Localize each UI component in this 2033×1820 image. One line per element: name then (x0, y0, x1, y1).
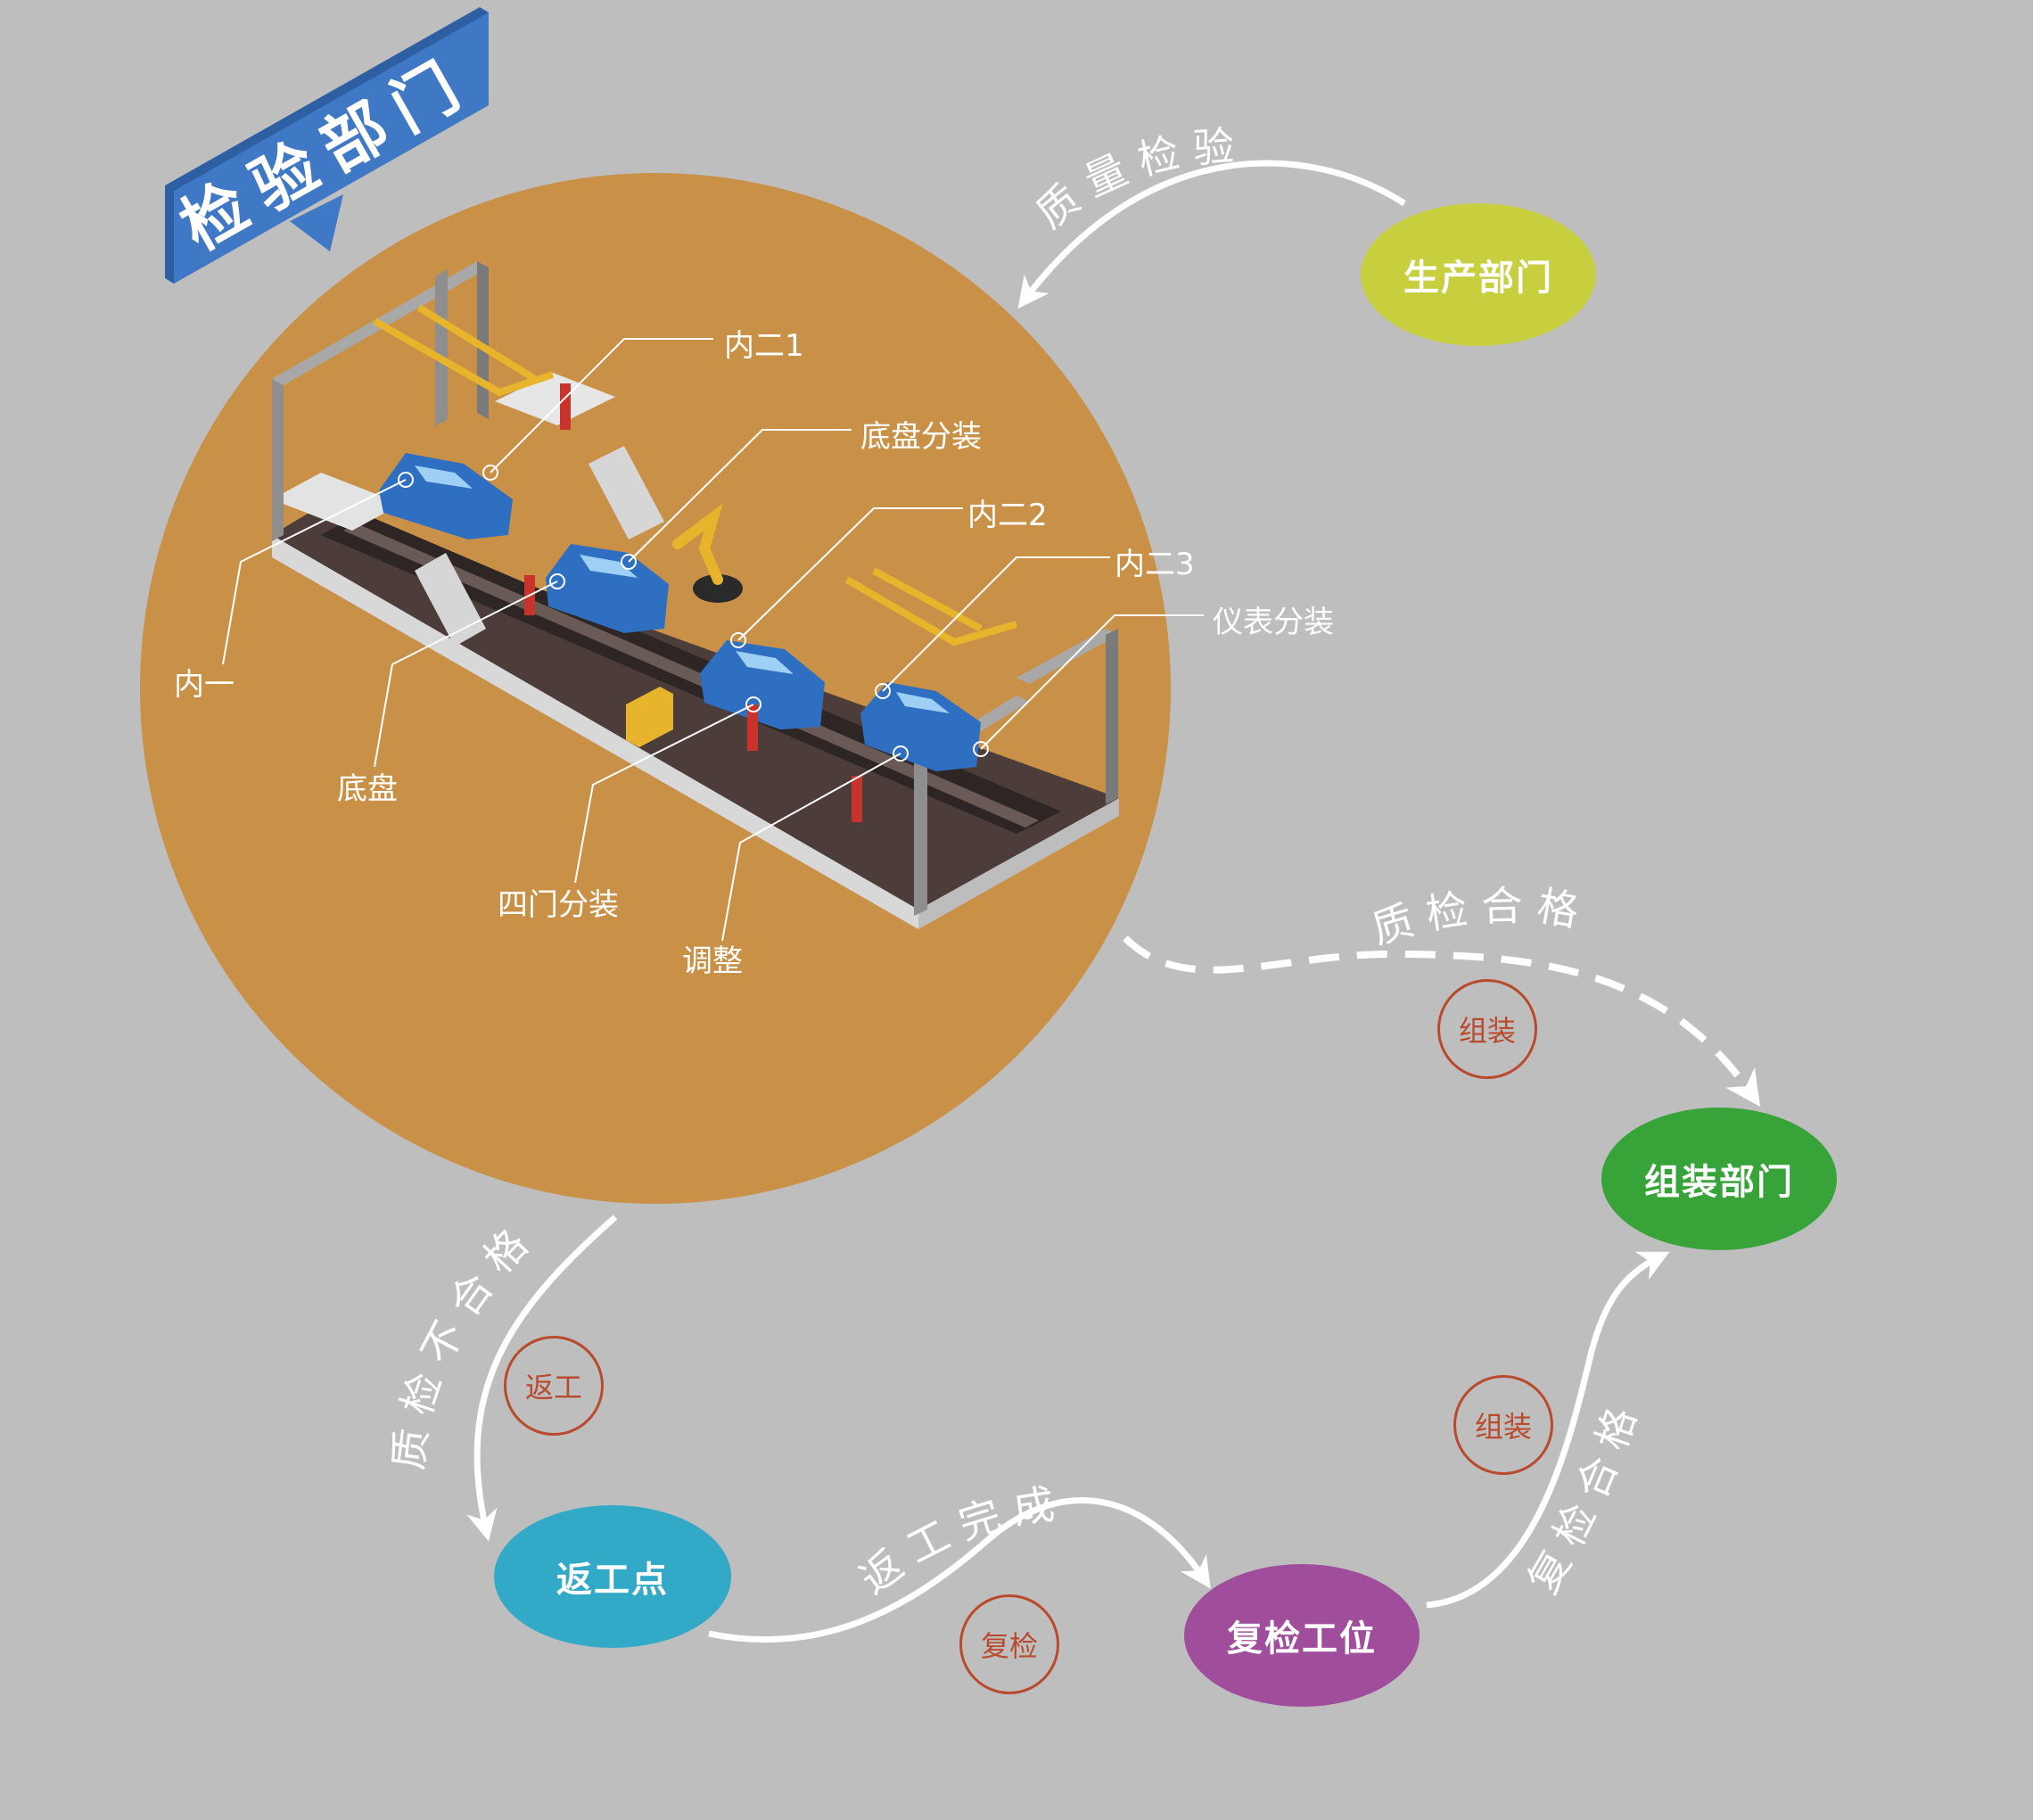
quality-inspection-arrow (1017, 160, 1406, 309)
recheck-station-node[interactable]: 复检工位 (1184, 1564, 1420, 1707)
assembly-tag-top: 组装 (1437, 979, 1537, 1079)
callout-lines (222, 338, 1204, 942)
station-dashboard-subassembly: 仪表分装 (1213, 605, 1334, 640)
assembly-department-label: 组装部门 (1644, 1162, 1794, 1203)
production-line-illustration (272, 261, 1119, 929)
station-inner2-3: 内二3 (1115, 547, 1195, 582)
recheck-passed-arrow (1426, 1251, 1670, 1609)
station-chassis: 底盘 (337, 771, 398, 807)
assembly-department-node[interactable]: 组装部门 (1601, 1108, 1837, 1250)
production-department-label: 生产部门 (1403, 258, 1553, 299)
quality-inspection-label: 质量检验 (1027, 120, 1248, 237)
station-chassis-subassembly: 底盘分装 (860, 419, 982, 455)
recheck-tag: 复检 (959, 1594, 1059, 1694)
rework-point-node[interactable]: 返工点 (494, 1505, 731, 1648)
rework-done-arrow (708, 1496, 1211, 1643)
inspection-failed-label: 质检不合格 (384, 1211, 546, 1472)
station-four-door-subassembly: 四门分装 (498, 887, 619, 923)
assembly-tag-right: 组装 (1453, 1375, 1553, 1475)
rework-tag: 返工 (504, 1336, 604, 1436)
production-department-node[interactable]: 生产部门 (1361, 203, 1596, 346)
station-adjustment: 调整 (682, 943, 743, 979)
station-inner2-1: 内二1 (724, 328, 804, 364)
rework-point-label: 返工点 (556, 1560, 669, 1601)
rework-done-label: 返工完成 (851, 1478, 1070, 1604)
recheck-station-label: 复检工位 (1227, 1618, 1377, 1659)
inspection-passed-label: 质检合格 (1366, 881, 1594, 953)
inspection-failed-arrow (466, 1215, 618, 1542)
station-inner2-2: 内二2 (967, 498, 1048, 533)
station-inner1: 内一 (174, 667, 235, 703)
